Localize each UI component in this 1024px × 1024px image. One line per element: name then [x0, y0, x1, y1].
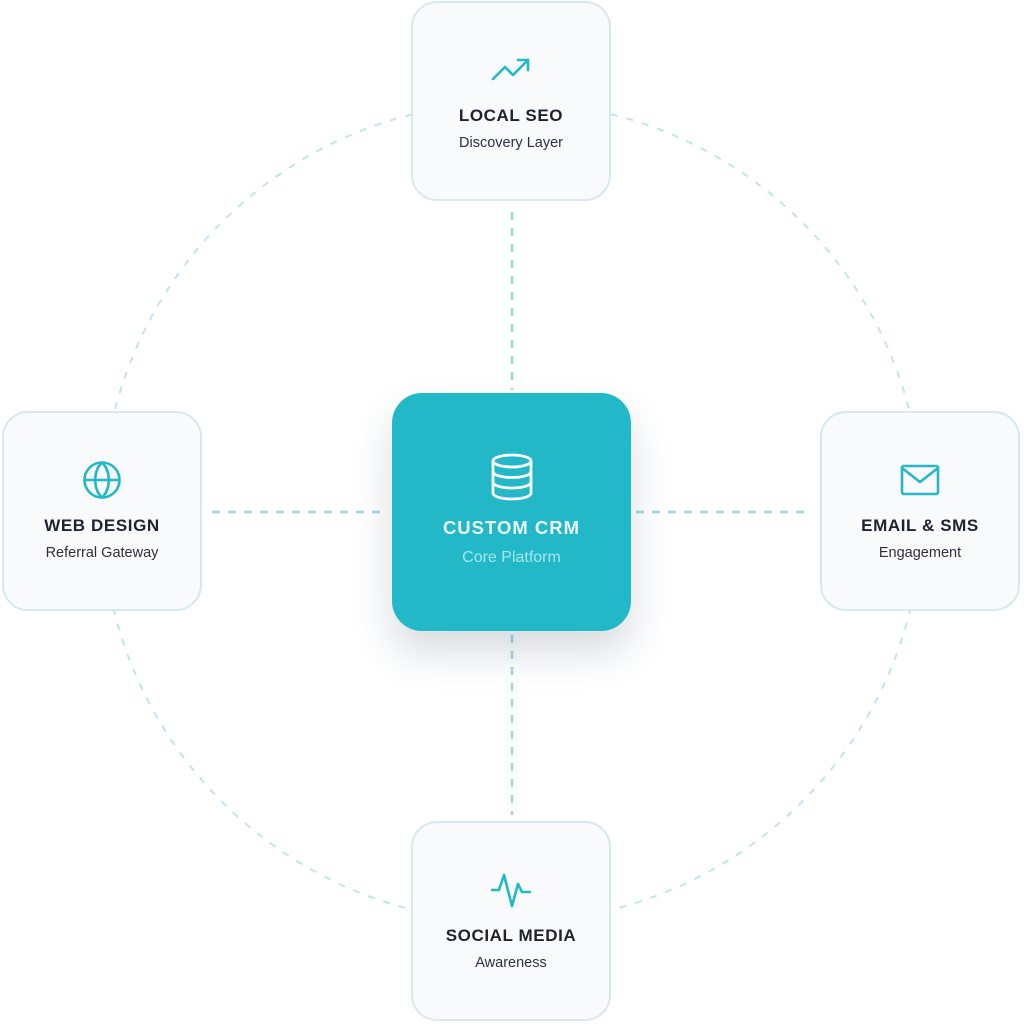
node-title: WEB DESIGN — [44, 516, 160, 535]
core-title: CUSTOM CRM — [442, 516, 581, 538]
database-icon — [488, 451, 536, 503]
globe-icon — [82, 460, 122, 500]
node-subtitle: Referral Gateway — [45, 545, 159, 561]
core-platform-card: CUSTOM CRM Core Platform — [392, 393, 631, 631]
trending-up-icon — [491, 50, 531, 90]
node-subtitle: Engagement — [878, 545, 962, 561]
node-title: LOCAL SEO — [458, 106, 564, 125]
node-local-seo: LOCAL SEO Discovery Layer — [411, 1, 611, 201]
mail-icon — [900, 460, 940, 500]
node-subtitle: Discovery Layer — [459, 135, 563, 151]
node-web-design: WEB DESIGN Referral Gateway — [2, 411, 202, 611]
node-email-sms: EMAIL & SMS Engagement — [820, 411, 1020, 611]
node-social-media: SOCIAL MEDIA Awareness — [411, 821, 611, 1021]
activity-icon — [491, 870, 531, 910]
node-title: EMAIL & SMS — [861, 516, 979, 535]
node-title: SOCIAL MEDIA — [445, 926, 577, 945]
node-subtitle: Awareness — [475, 955, 547, 971]
core-subtitle: Core Platform — [462, 548, 561, 566]
